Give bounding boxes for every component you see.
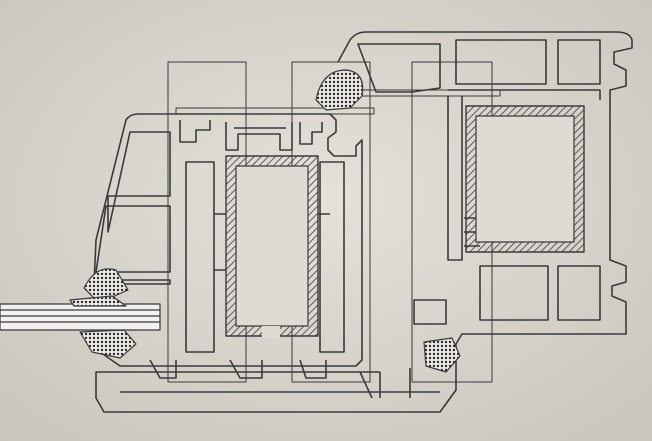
sash-profile <box>91 113 363 379</box>
gasket-top-frame <box>315 69 364 111</box>
frame-profile <box>95 31 633 413</box>
gasket-lower-glazing <box>69 295 127 307</box>
gaskets <box>69 69 461 373</box>
gasket-inner-glazing <box>79 329 137 359</box>
glazing-unit <box>0 303 161 331</box>
gasket-bottom-frame <box>423 337 461 373</box>
gasket-upper-glazing <box>83 268 129 301</box>
